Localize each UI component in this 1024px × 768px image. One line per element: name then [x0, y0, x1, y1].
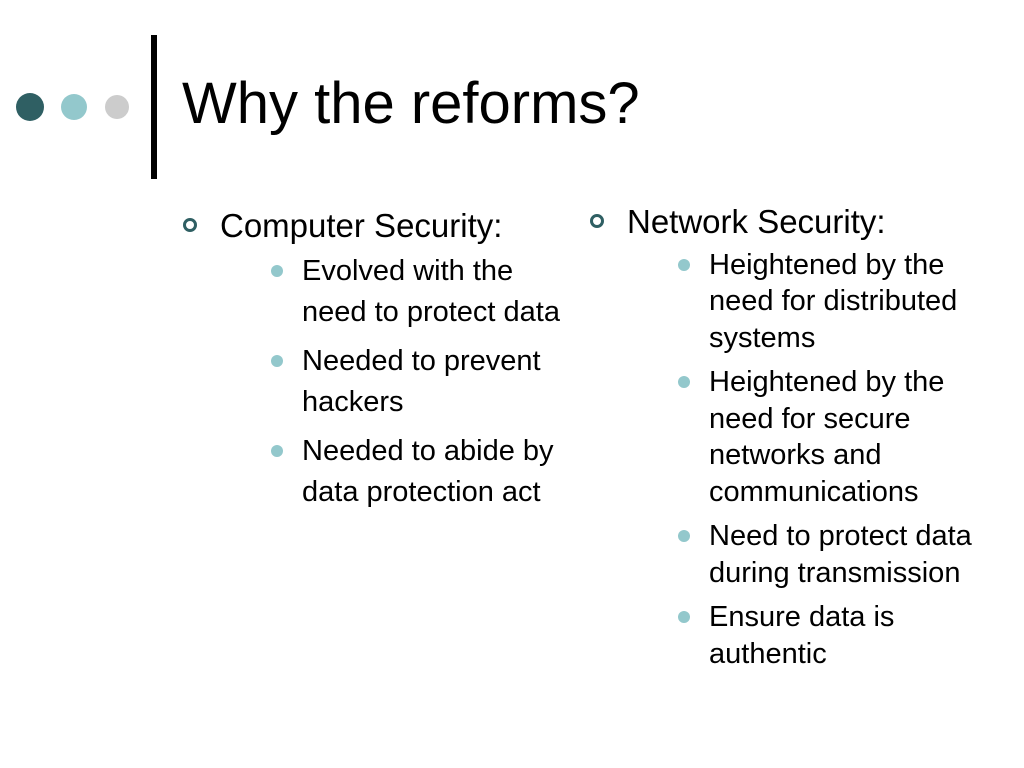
decorative-dot-dark: [16, 93, 44, 121]
dot-bullet-icon: [678, 376, 690, 389]
list-item: Heightened by the need for secure networ…: [672, 364, 992, 510]
dot-bullet-icon: [678, 258, 690, 271]
computer-security-bullet: Computer Security: Evolved with the need…: [183, 206, 563, 513]
dot-bullet-icon: [271, 264, 283, 277]
list-item: Needed to abide by data protection act: [265, 431, 565, 513]
dot-bullet-icon: [271, 354, 283, 367]
list-item-text: Needed to abide by data protection act: [302, 434, 554, 508]
decorative-dot-gray: [105, 95, 129, 119]
decorative-dot-light: [61, 94, 87, 120]
dot-bullet-icon: [678, 530, 690, 543]
slide-title: Why the reforms?: [182, 71, 640, 136]
dot-bullet-icon: [678, 611, 690, 624]
network-security-column: Network Security: Heightened by the need…: [590, 202, 1000, 680]
dot-bullet-icon: [271, 444, 283, 457]
computer-security-column: Computer Security: Evolved with the need…: [183, 206, 563, 521]
list-item-text: Ensure data is authentic: [709, 601, 895, 670]
list-item: Evolved with the need to protect data: [265, 251, 565, 333]
list-item-text: Heightened by the need for distributed s…: [709, 248, 958, 354]
ring-bullet-icon: [183, 218, 197, 232]
list-item-text: Needed to prevent hackers: [302, 344, 541, 418]
computer-security-heading: Computer Security:: [220, 207, 503, 244]
network-security-list: Heightened by the need for distributed s…: [672, 247, 992, 673]
list-item-text: Evolved with the need to protect data: [302, 254, 560, 328]
list-item: Need to protect data during transmission: [672, 518, 992, 591]
network-security-bullet: Network Security: Heightened by the need…: [590, 202, 1000, 672]
title-divider-bar: [151, 35, 157, 179]
network-security-heading: Network Security:: [627, 203, 886, 240]
list-item-text: Need to protect data during transmission: [709, 520, 972, 589]
list-item: Needed to prevent hackers: [265, 341, 565, 423]
list-item: Ensure data is authentic: [672, 599, 992, 672]
computer-security-list: Evolved with the need to protect data Ne…: [265, 251, 565, 513]
list-item: Heightened by the need for distributed s…: [672, 247, 992, 357]
list-item-text: Heightened by the need for secure networ…: [709, 366, 945, 508]
ring-bullet-icon: [590, 214, 604, 228]
